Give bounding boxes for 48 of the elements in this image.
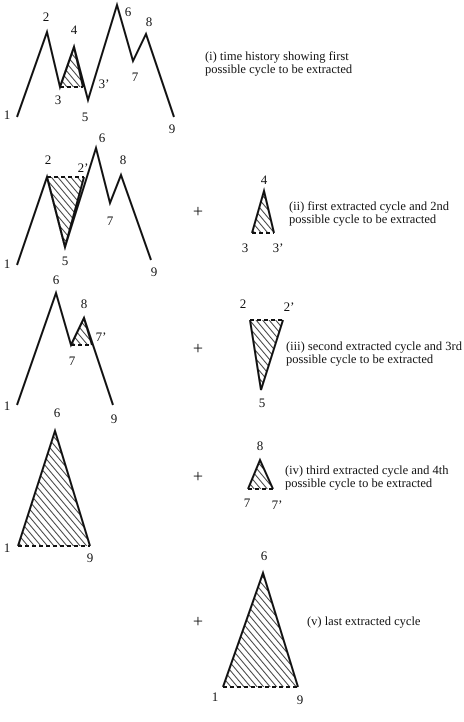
plus-sign: + <box>192 612 204 630</box>
point-label: 2 <box>240 297 246 311</box>
point-label: 5 <box>258 396 266 410</box>
point-label: 3 <box>54 93 62 107</box>
point-label: 4 <box>260 173 268 187</box>
caption: (v) last extracted cycle <box>307 615 422 628</box>
point-label: 6 <box>98 131 106 145</box>
point-label: 1 <box>4 541 10 555</box>
point-label: 7 <box>106 214 114 228</box>
point-label: 8 <box>80 297 88 311</box>
caption: (i) time history showing first possible cycle to be extracted <box>205 50 354 76</box>
point-label: 5 <box>82 110 88 124</box>
caption: (iii) second extracted cycle and 3rd possible cycle to be extracted <box>286 340 462 366</box>
point-label: 9 <box>86 551 94 565</box>
point-label: 3’ <box>98 77 110 91</box>
point-label: 2 <box>44 153 52 167</box>
point-label: 9 <box>150 265 158 279</box>
caption: (ii) first extracted cycle and 2nd possible cycle to be extracted <box>289 200 450 226</box>
point-label: 4 <box>70 23 78 37</box>
point-label: 1 <box>4 108 10 122</box>
point-label: 6 <box>260 549 268 563</box>
point-label: 3’ <box>272 241 284 255</box>
point-label: 8 <box>146 15 152 29</box>
point-label: 7’ <box>96 330 106 344</box>
plus-sign: + <box>192 202 204 220</box>
plus-sign: + <box>192 339 204 357</box>
point-label: 9 <box>110 412 118 426</box>
point-label: 8 <box>256 439 264 453</box>
point-label: 9 <box>168 122 176 136</box>
plus-sign: + <box>192 467 204 485</box>
point-label: 1 <box>212 690 218 704</box>
point-label: 1 <box>4 257 10 271</box>
point-label: 8 <box>120 153 126 167</box>
point-label: 7’ <box>272 498 282 512</box>
point-label: 1 <box>4 399 10 413</box>
point-label: 7 <box>132 70 138 84</box>
point-label: 3 <box>242 241 248 255</box>
point-label: 7 <box>68 354 76 368</box>
point-label: 5 <box>62 254 68 268</box>
caption: (iv) third extracted cycle and 4th possible cycle to be extracted <box>285 464 450 490</box>
point-label: 2 <box>42 10 50 24</box>
point-label: 9 <box>296 693 304 707</box>
point-label: 6 <box>124 5 132 19</box>
point-label: 6 <box>54 406 60 420</box>
point-label: 2’ <box>284 300 294 314</box>
point-label: 6 <box>52 273 60 287</box>
point-label: 2’ <box>78 161 88 175</box>
point-label: 7 <box>244 496 250 510</box>
